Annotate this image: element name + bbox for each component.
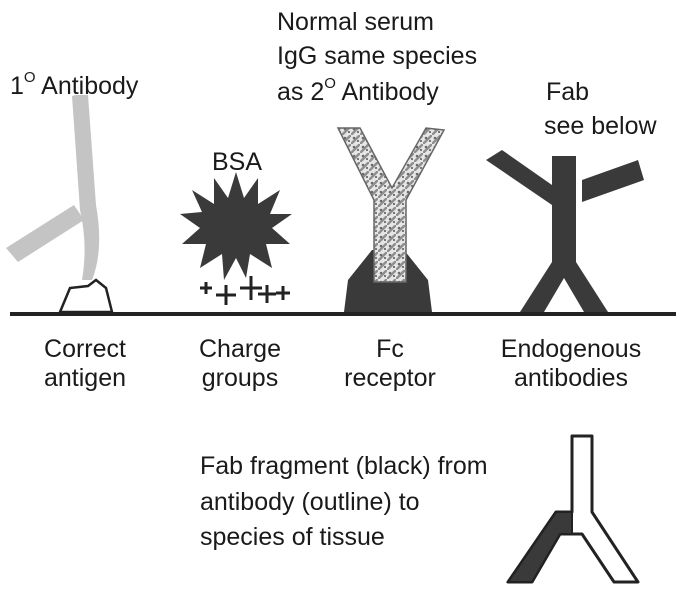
fab-note-line3: species of tissue [200, 523, 385, 552]
fab-fragment-icon [508, 436, 638, 582]
fab-label-line1: Fab [546, 78, 589, 107]
fab-note-line1: Fab fragment (black) from [200, 452, 488, 481]
charge-groups-icon [200, 276, 290, 305]
normal-serum-line1: Normal serum [277, 8, 434, 37]
bsa-label: BSA [212, 148, 262, 177]
normal-serum-line3: as 2O Antibody [277, 78, 439, 107]
y-shaped-antibody-icon [6, 95, 99, 280]
hatched-antibody-icon [338, 128, 444, 282]
antigen-blob-icon [60, 280, 112, 312]
normal-serum-line2: IgG same species [277, 42, 477, 71]
fab-note-line2: antibody (outline) to [200, 488, 420, 517]
fab-label-line2: see below [544, 112, 657, 141]
dark-antibody-icon [486, 150, 644, 312]
label-correct-antigen: Correct antigen [20, 335, 150, 393]
label-fc-receptor: Fc receptor [330, 335, 450, 393]
primary-antibody-label: 1O Antibody [10, 72, 138, 101]
label-endogenous-antibodies: Endogenous antibodies [478, 335, 664, 393]
starburst-icon [180, 172, 292, 280]
label-charge-groups: Charge groups [180, 335, 300, 393]
